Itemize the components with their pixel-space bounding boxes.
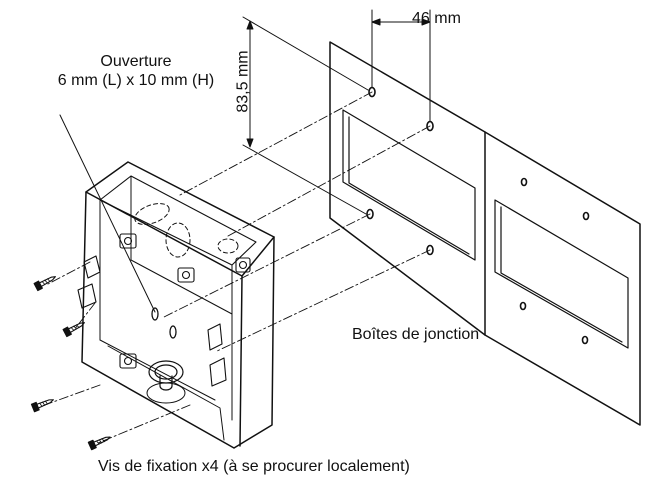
back-box [77, 161, 275, 449]
plate-hole [581, 335, 589, 345]
back-box-outline [81, 161, 275, 449]
junction-box-left [342, 109, 476, 261]
screw-icon [62, 322, 85, 338]
box-tabs [77, 255, 227, 387]
opening-leader [59, 114, 156, 313]
plate-holes [366, 86, 590, 345]
screws-label: Vis de fixation x4 (à se procurer locale… [98, 458, 410, 475]
plate-hole [582, 211, 590, 221]
plate-hole [520, 177, 528, 187]
junction-box-right [494, 199, 629, 349]
opening-size: 6 mm (L) x 10 mm (H) [57, 72, 215, 89]
screw-icon [30, 399, 54, 413]
opening-title: Ouverture [100, 53, 172, 70]
dimension-83-5mm [242, 16, 369, 215]
opening-label: Ouverture 6 mm (L) x 10 mm (H) [0, 52, 272, 90]
dimension-46mm [371, 9, 431, 123]
plate-hole [426, 244, 434, 256]
height-dimension-label: 83,5 mm [234, 50, 252, 113]
alignment-lines [41, 91, 431, 444]
cable-entry [146, 360, 186, 404]
box-posts [119, 233, 251, 369]
wall-plate [329, 41, 641, 426]
plate-hole [519, 301, 527, 311]
screw-icon [87, 436, 111, 451]
screw-icon [33, 276, 56, 292]
width-dimension-label: 46 mm [412, 10, 461, 27]
plate-hole [366, 208, 374, 220]
junction-boxes-label: Boîtes de jonction [352, 326, 480, 343]
